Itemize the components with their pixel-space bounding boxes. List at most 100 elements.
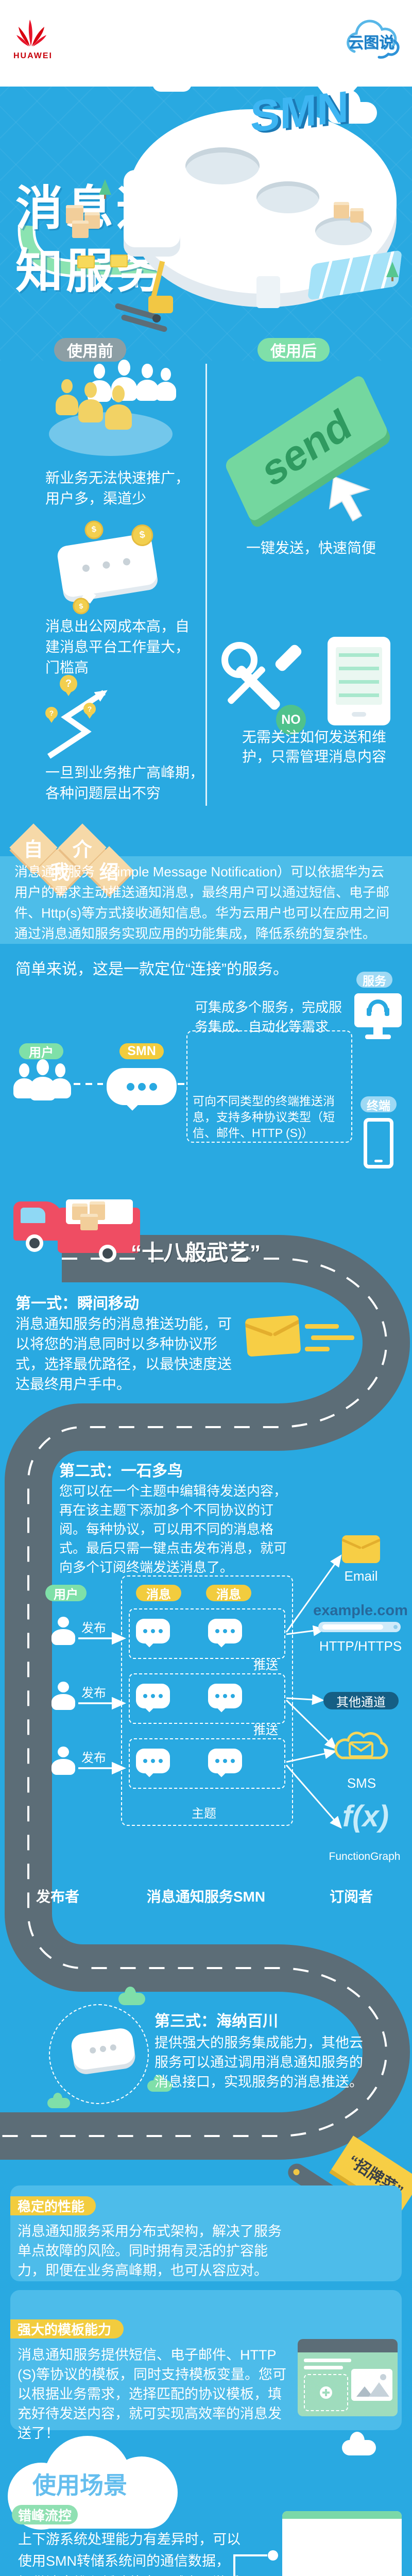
flow-body: 上下游系统处理能力有差异时，可以使用SMN转储系统间的通信数据，提供消息堆积缓冲… <box>18 2532 241 2576</box>
subscriber-col-label: 订阅者 <box>330 1889 373 1905</box>
s2-user-badge: 用户 <box>45 1585 87 1602</box>
smn-col-label: 消息通知服务SMN <box>146 1889 266 1905</box>
phone-icon <box>328 637 390 725</box>
tile-char: 介 <box>72 839 93 861</box>
s1-title: 第一式：瞬间移动 <box>15 1295 139 1312</box>
fx-label: FunctionGraph <box>329 1851 401 1862</box>
factory-hole <box>256 181 319 213</box>
s2-title: 第二式：一石多鸟 <box>59 1463 183 1480</box>
msg-group-box <box>129 1608 285 1659</box>
intro-paragraph: 消息通知服务（Simple Message Notification）可以依据华… <box>14 864 390 941</box>
before-text-1: 新业务无法快速推广，用户多，渠道少 <box>45 470 190 506</box>
msg-bubble <box>136 1619 170 1648</box>
forklift-body <box>148 296 173 313</box>
zigzag-arrow <box>47 690 108 759</box>
after-text-1: 一键发送，快速简便 <box>246 540 376 556</box>
msg-bubble <box>136 1749 170 1777</box>
green-cloud-icon <box>147 2075 172 2092</box>
terminal-phone-icon <box>364 1118 393 1168</box>
s1-body: 消息通知服务的消息推送功能，可以将您的消息同时以多种协议形式，选择最优路径，以最… <box>15 1316 232 1392</box>
green-cloud-icon <box>118 1987 145 2005</box>
email-label: Email <box>344 1568 378 1584</box>
cloud-small-icon <box>342 2431 376 2455</box>
push-label: 推送 <box>253 1723 278 1737</box>
no-circle: NO <box>276 705 306 735</box>
header-bar <box>0 0 412 87</box>
topic-label: 主题 <box>192 1807 216 1821</box>
other-channel-badge: 其他通道 <box>323 1692 399 1709</box>
msg-bubble <box>136 1684 170 1713</box>
s2-body: 您可以在一个主题中编辑待发送内容，再在该主题下添加多个不同协议的订阅。每种协议，… <box>59 1483 287 1575</box>
card1-badge: 稳定的性能 <box>10 2196 96 2215</box>
person-icon-yellow <box>78 382 103 423</box>
road-centerline <box>0 1258 387 2137</box>
truck-wheel <box>26 1234 43 1252</box>
email-icon <box>342 1535 380 1563</box>
factory-wing <box>124 170 180 247</box>
usage-cloud: 使用场景 <box>8 2431 188 2531</box>
hero-title-line2: 知服务 <box>15 245 167 298</box>
before-pill: 使用前 <box>54 338 126 362</box>
publisher-col-label: 发布者 <box>36 1889 80 1905</box>
user-badge: 用户 <box>19 1043 63 1060</box>
person-icon <box>30 1059 56 1101</box>
sms-cloud-icon <box>334 1732 388 1759</box>
flow-badge: 错峰流控 <box>12 2505 78 2524</box>
after-pill: 使用后 <box>258 338 330 362</box>
publish-label: 发布 <box>81 1621 106 1635</box>
smn-badge: SMN <box>119 1043 164 1059</box>
person-icon <box>156 368 176 402</box>
s2-msg-badge: 消息 <box>206 1585 251 1602</box>
forklift-wheel <box>152 314 161 323</box>
connect-lead: 简单来说，这是一款定位“连接”的服务。 <box>15 961 288 978</box>
huawei-logo-icon <box>16 20 46 46</box>
tile-char: 自 <box>23 839 44 861</box>
fast-envelope-icon <box>245 1315 301 1357</box>
msg-group-box <box>129 1673 285 1724</box>
publish-label: 发布 <box>81 1686 106 1700</box>
smn-letters-text: SMN <box>250 81 349 142</box>
card1-body: 消息通知服务采用分布式架构，解决了服务单点故障的风险。同时拥有灵活的扩容能力，即… <box>18 2224 282 2278</box>
domain-text: example.com <box>313 1602 408 1619</box>
card2-body: 消息通知服务提供短信、电子邮件、HTTP (S)等协议的模板，同时支持模板变量。… <box>18 2347 286 2441</box>
truck-window <box>21 1208 45 1223</box>
terminal-note: 可向不同类型的终端推送消息，支持多种协议类型（短信、邮件、HTTP (S)） <box>193 1094 335 1140</box>
template-illustration <box>298 2339 398 2416</box>
service-badge: 服务 <box>356 972 392 988</box>
column-divider <box>205 364 207 806</box>
fx-icon: f(x) <box>342 1800 389 1833</box>
yuntushuo-logo-text: 云图说 <box>348 35 394 52</box>
smn-bubble-icon <box>107 1068 177 1111</box>
url-bar-icon <box>318 1622 401 1632</box>
service-note: 可集成多个服务，完成服务集成、自动化等需求 <box>195 999 342 1035</box>
msg-group-box <box>129 1738 285 1789</box>
cursor-icon <box>329 476 371 522</box>
conveyor-belt <box>20 225 159 275</box>
before-text-2: 消息出公网成本高，自建消息平台工作量大，门槛高 <box>45 618 190 675</box>
cloud-small-icon <box>327 90 377 124</box>
person-icon-yellow <box>56 379 78 416</box>
person-icon <box>136 364 159 402</box>
yuntushuo-cloud-icon <box>347 20 400 59</box>
connect-dashed-box <box>186 1030 352 1143</box>
parcel-envelope <box>77 256 95 268</box>
chart-card <box>282 2511 402 2576</box>
msg-bubble <box>208 1684 242 1713</box>
s2-msg-badge: 消息 <box>136 1585 181 1602</box>
s3-body: 提供强大的服务集成能力，其他云服务可以通过调用消息通知服务的消息接口，实现服务的… <box>154 2035 363 2090</box>
publish-label: 发布 <box>81 1751 106 1765</box>
before-text-3: 一旦到业务推广高峰期，各种问题层出不穷 <box>45 765 204 801</box>
image-placeholder-icon <box>351 2369 392 2401</box>
headphones-icon <box>368 999 388 1012</box>
publisher-icon <box>52 1682 75 1710</box>
sms-label: SMS <box>347 1775 376 1791</box>
green-cloud-icon <box>47 2093 70 2108</box>
person-icon-yellow <box>105 385 132 431</box>
http-label: HTTP/HTTPS <box>319 1638 402 1654</box>
push-label: 推送 <box>253 1658 278 1672</box>
add-slot <box>304 2374 348 2411</box>
msg-bubble <box>208 1619 242 1648</box>
truck-wheel <box>99 1245 116 1262</box>
factory-door <box>256 276 280 308</box>
